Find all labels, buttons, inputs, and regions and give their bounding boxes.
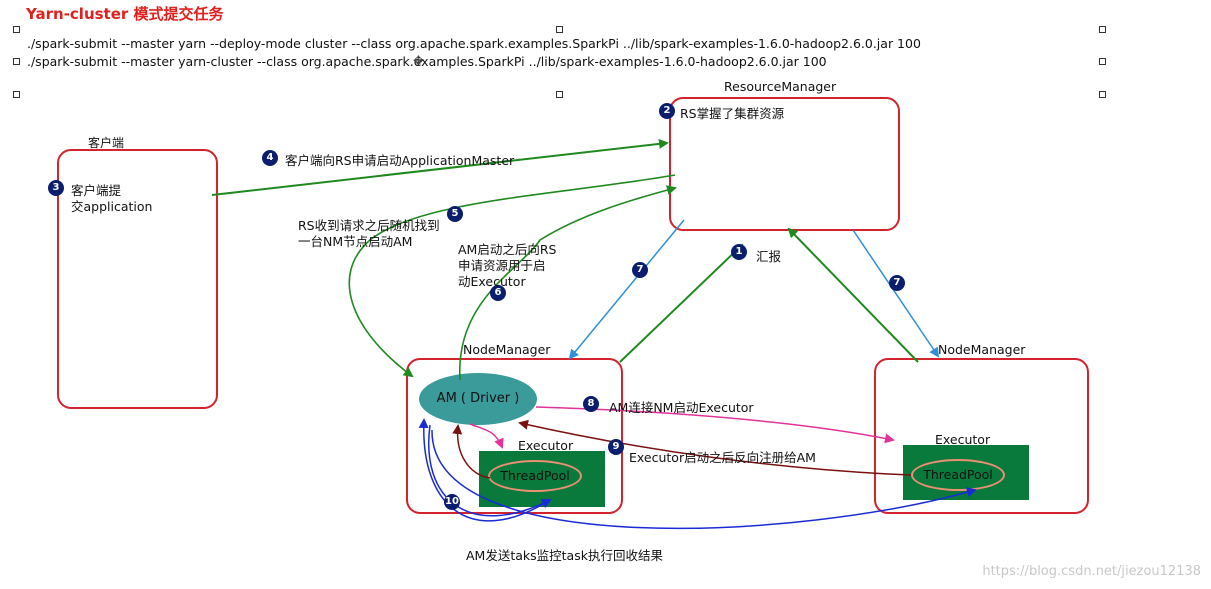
selection-handle[interactable] (556, 26, 563, 33)
threadpool-1[interactable]: ThreadPool (488, 460, 582, 492)
arrow-executor-1-to-am (452, 424, 491, 479)
selection-handle[interactable] (13, 58, 20, 65)
arrow-step-10-b (418, 418, 551, 522)
threadpool-label-2: ThreadPool (923, 467, 993, 482)
step-badge-10: 10 (444, 494, 460, 510)
command-line-2: ./spark-submit --master yarn-cluster --c… (27, 54, 827, 69)
selection-handle[interactable] (13, 26, 20, 33)
am-driver-node[interactable]: AM ( Driver ) (419, 373, 537, 425)
step-badge-5: 5 (447, 206, 463, 222)
node-manager-label-2: NodeManager (938, 342, 1026, 357)
executor-label-2: Executor (935, 432, 991, 447)
step-text-4: 客户端向RS申请启动ApplicationMaster (285, 153, 515, 168)
arrow-am-to-executor-1 (469, 423, 504, 449)
arrow-step-8 (535, 406, 895, 444)
step-text-1: 汇报 (756, 249, 782, 264)
watermark: https://blog.csdn.net/jiezou12138 (982, 564, 1201, 579)
arrow-step-10-c (431, 429, 977, 530)
step-badge-6: 6 (490, 285, 506, 301)
threadpool-label-1: ThreadPool (500, 468, 570, 483)
resource-manager-box[interactable] (669, 97, 900, 231)
arrow-step-1-left (619, 243, 744, 363)
selection-handle[interactable] (1099, 91, 1106, 98)
arrow-step-4 (211, 138, 669, 196)
step-badge-3: 3 (48, 180, 64, 196)
selection-handle[interactable] (1099, 26, 1106, 33)
page-title: Yarn-cluster 模式提交任务 (26, 5, 224, 23)
move-cursor-icon: ✥ (413, 54, 424, 69)
step-badge-9: 9 (608, 439, 624, 455)
step-badge-4: 4 (262, 150, 278, 166)
step-badge-7-left: 7 (632, 262, 648, 278)
step-text-3: 客户端提 交application (71, 183, 153, 214)
am-driver-label: AM ( Driver ) (436, 391, 520, 406)
step-text-5: RS收到请求之后随机找到 一台NM节点启动AM (298, 218, 440, 249)
executor-label-1: Executor (518, 438, 574, 453)
node-manager-label-1: NodeManager (463, 342, 551, 357)
step-badge-1: 1 (731, 244, 747, 260)
resource-manager-label: ResourceManager (724, 79, 837, 94)
step-text-2: RS掌握了集群资源 (680, 106, 785, 121)
arrow-step-6 (459, 185, 677, 381)
step-text-8: AM连接NM启动Executor (609, 400, 754, 415)
step-badge-7-right: 7 (889, 275, 905, 291)
arrow-step-5 (348, 174, 676, 378)
client-box[interactable] (57, 149, 218, 409)
arrow-step-7-right (852, 229, 940, 358)
threadpool-2[interactable]: ThreadPool (911, 459, 1005, 491)
step-text-9: Executor启动之后反向注册给AM (629, 450, 816, 465)
step-text-10: AM发送taks监控task执行回收结果 (466, 548, 663, 563)
step-badge-8: 8 (583, 396, 599, 412)
client-label: 客户端 (88, 136, 125, 150)
arrow-step-7-left (568, 219, 685, 360)
arrow-step-1-right (787, 227, 919, 363)
selection-handle[interactable] (13, 91, 20, 98)
arrow-step-9 (518, 419, 912, 476)
step-badge-2: 2 (659, 103, 675, 119)
selection-handle[interactable] (556, 91, 563, 98)
selection-handle[interactable] (1099, 58, 1106, 65)
step-text-6: AM启动之后向RS 申请资源用于启 动Executor (458, 242, 557, 289)
command-line-1: ./spark-submit --master yarn --deploy-mo… (27, 36, 921, 51)
